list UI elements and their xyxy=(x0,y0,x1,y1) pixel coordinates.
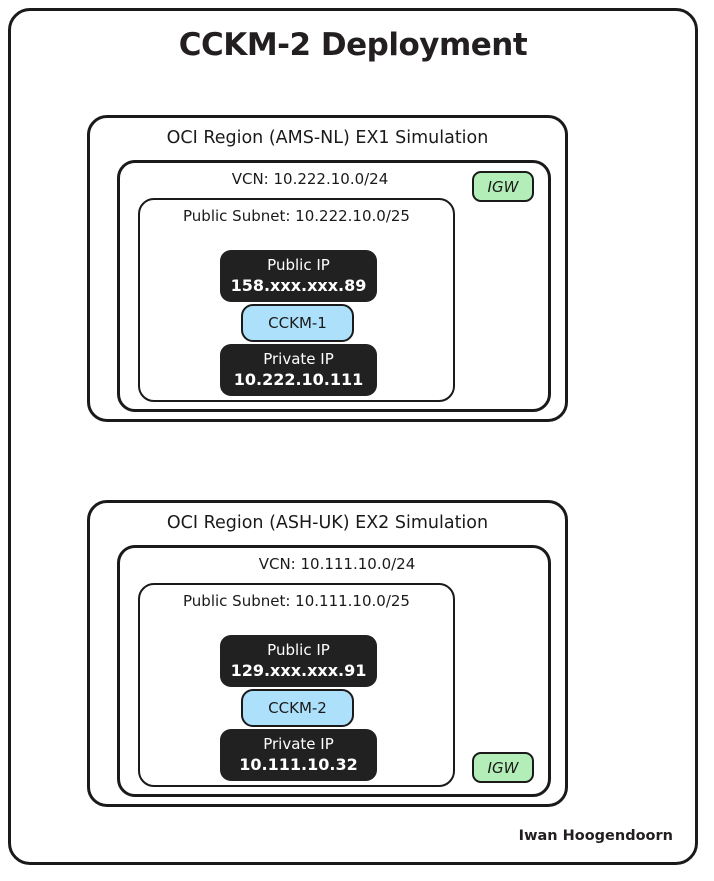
instance-label-cckm-2: CCKM-2 xyxy=(268,699,327,717)
public-ip-title-2: Public IP xyxy=(267,641,330,659)
internet-gateway-box-2[interactable]: IGW xyxy=(472,752,534,783)
page-title: CCKM-2 Deployment xyxy=(178,27,528,63)
vcn-label-2: VCN: 10.111.10.0/24 xyxy=(258,555,416,573)
internet-gateway-label-2: IGW xyxy=(487,758,519,777)
region-box-2: OCI Region (ASH-UK) EX2 Simulation VCN: … xyxy=(87,500,568,807)
vcn-label-1: VCN: 10.222.10.0/24 xyxy=(231,170,389,188)
vcn-box-1: VCN: 10.222.10.0/24 IGW Public Subnet: 1… xyxy=(117,160,551,412)
private-ip-box-2: Private IP 10.111.10.32 xyxy=(220,729,377,781)
diagram-frame: CCKM-2 Deployment OCI Region (AMS-NL) EX… xyxy=(8,8,698,865)
author-signature: Iwan Hoogendoorn xyxy=(518,828,673,844)
internet-gateway-box-1[interactable]: IGW xyxy=(472,171,534,202)
public-subnet-box-1: Public Subnet: 10.222.10.0/25 Public IP … xyxy=(138,198,455,402)
region-label-2: OCI Region (ASH-UK) EX2 Simulation xyxy=(166,513,489,533)
region-box-1: OCI Region (AMS-NL) EX1 Simulation VCN: … xyxy=(87,115,568,422)
region-label-1: OCI Region (AMS-NL) EX1 Simulation xyxy=(166,128,489,148)
instance-box-cckm-2[interactable]: CCKM-2 xyxy=(241,689,354,727)
public-ip-title-1: Public IP xyxy=(267,256,330,274)
public-subnet-box-2: Public Subnet: 10.111.10.0/25 Public IP … xyxy=(138,583,455,787)
vcn-box-2: VCN: 10.111.10.0/24 Public Subnet: 10.11… xyxy=(117,545,551,797)
public-ip-box-2: Public IP 129.xxx.xxx.91 xyxy=(220,635,377,687)
instance-box-cckm-1[interactable]: CCKM-1 xyxy=(241,304,354,342)
subnet-label-2: Public Subnet: 10.111.10.0/25 xyxy=(183,592,410,610)
private-ip-value-1: 10.222.10.111 xyxy=(233,370,364,389)
public-ip-value-2: 129.xxx.xxx.91 xyxy=(230,661,367,680)
instance-label-cckm-1: CCKM-1 xyxy=(268,314,327,332)
public-ip-value-1: 158.xxx.xxx.89 xyxy=(230,276,367,295)
public-ip-box-1: Public IP 158.xxx.xxx.89 xyxy=(220,250,377,302)
subnet-label-1: Public Subnet: 10.222.10.0/25 xyxy=(183,207,410,225)
private-ip-value-2: 10.111.10.32 xyxy=(239,755,358,774)
internet-gateway-label-1: IGW xyxy=(487,177,519,196)
private-ip-title-2: Private IP xyxy=(263,735,334,753)
private-ip-box-1: Private IP 10.222.10.111 xyxy=(220,344,377,396)
private-ip-title-1: Private IP xyxy=(263,350,334,368)
